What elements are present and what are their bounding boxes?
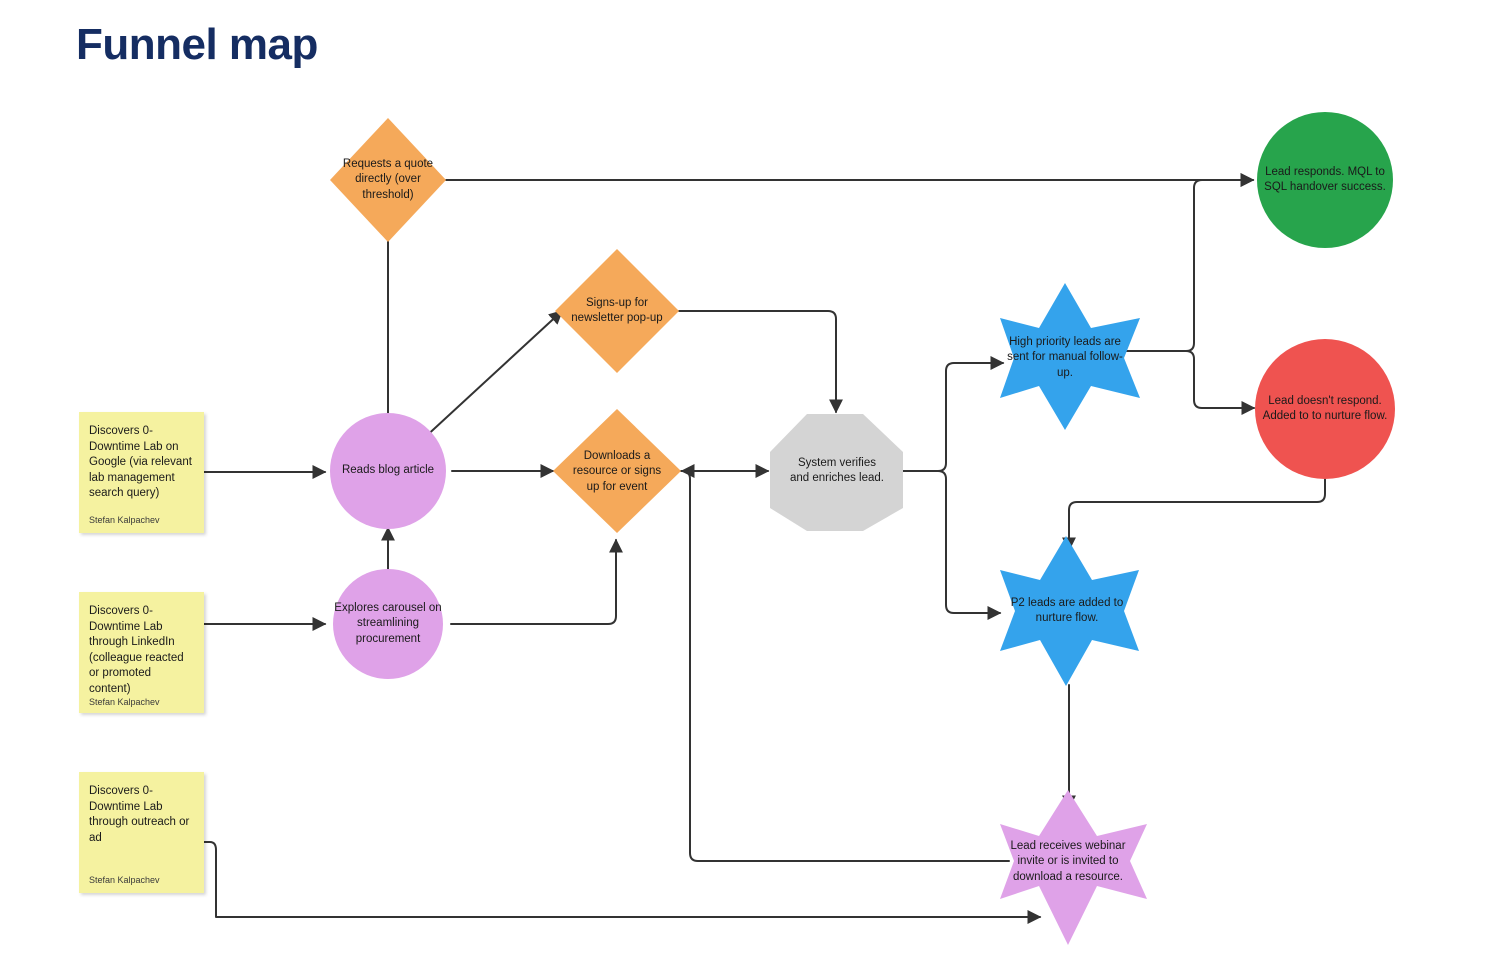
node-newsletter-diamond[interactable] <box>555 249 679 373</box>
page-title: Funnel map <box>76 20 318 69</box>
node-nurture-circle[interactable] <box>1255 339 1395 479</box>
connector-newsletter-to-verify <box>678 310 843 414</box>
connector-verify-to-high-priority <box>902 356 1005 472</box>
node-success-circle[interactable] <box>1257 112 1393 248</box>
node-blog-circle[interactable] <box>330 413 446 529</box>
sticky-note-linkedin[interactable]: Discovers 0-Downtime Lab through LinkedI… <box>79 592 204 713</box>
node-carousel-circle[interactable] <box>333 569 443 679</box>
shape-layer <box>330 112 1395 945</box>
sticky-note-text: Discovers 0-Downtime Lab on Google (via … <box>89 425 192 500</box>
sticky-note-text: Discovers 0-Downtime Lab through LinkedI… <box>89 605 184 695</box>
sticky-note-author: Stefan Kalpachev <box>89 515 160 525</box>
connector-nurture-to-p2 <box>1062 477 1326 552</box>
node-quote-diamond[interactable] <box>330 118 446 242</box>
connector-blog-to-newsletter <box>421 310 564 441</box>
node-high-priority-star[interactable] <box>1000 283 1140 430</box>
node-p2-star[interactable] <box>1000 536 1139 686</box>
connector-high-priority-to-success <box>1126 173 1255 352</box>
sticky-note-google[interactable]: Discovers 0-Downtime Lab on Google (via … <box>79 412 204 533</box>
node-webinar-star[interactable] <box>1000 790 1147 945</box>
sticky-note-text: Discovers 0-Downtime Lab through outreac… <box>89 785 190 844</box>
node-download-diamond[interactable] <box>553 409 681 533</box>
connector-carousel-to-download <box>450 538 623 625</box>
connector-verify-to-p2 <box>902 470 1002 620</box>
sticky-note-author: Stefan Kalpachev <box>89 875 160 885</box>
connector-high-priority-to-nurture <box>1126 350 1256 415</box>
connector-webinar-to-download <box>680 464 1010 862</box>
connector-note-outreach-to-webinar <box>203 841 1042 924</box>
node-verify-octagon[interactable] <box>770 414 903 531</box>
sticky-note-outreach[interactable]: Discovers 0-Downtime Lab through outreac… <box>79 772 204 893</box>
connector-layer <box>203 173 1326 924</box>
sticky-note-author: Stefan Kalpachev <box>89 697 160 708</box>
